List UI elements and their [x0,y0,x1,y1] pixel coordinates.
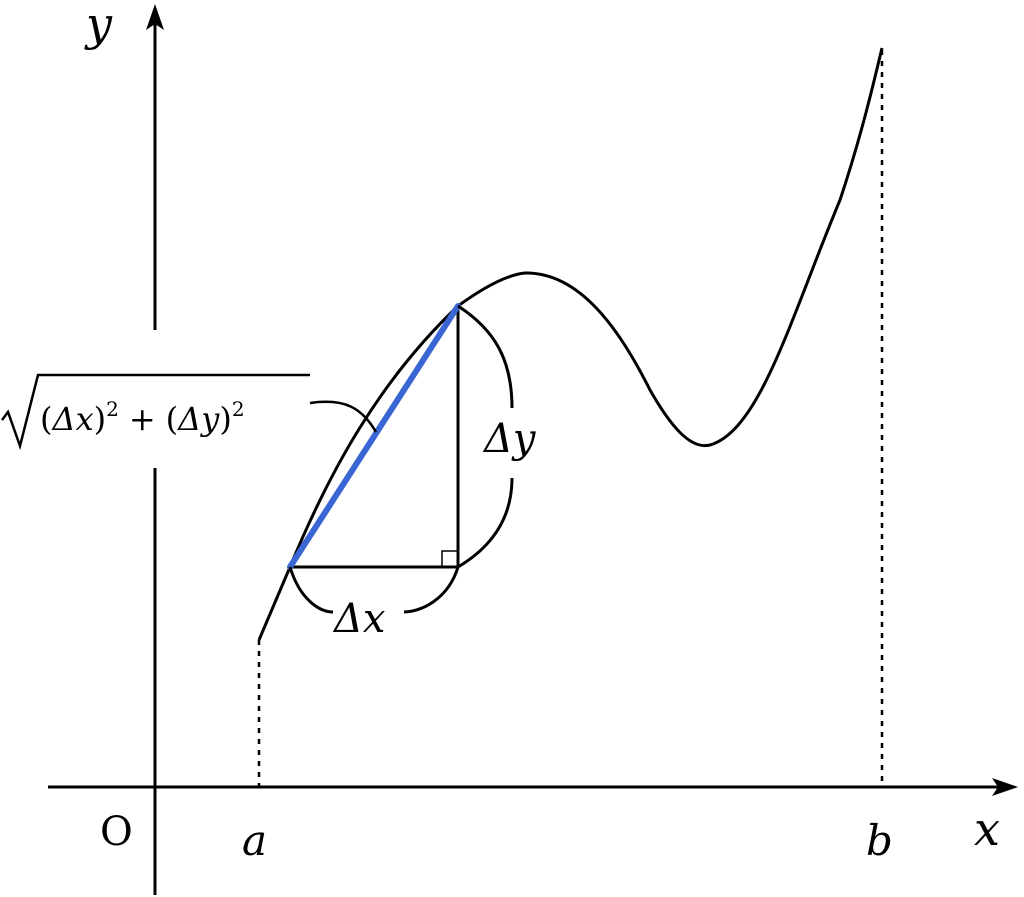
b-label: b [866,816,893,865]
radical-sign [1,373,310,451]
x-axis-arrow [992,778,1018,796]
delta-y-term: Δy [176,400,220,438]
delta-x-brace [288,566,460,614]
origin-label: O [100,809,133,855]
chord-length-formula: (Δx)2+(Δy)2 [1,373,310,451]
x-axis-label: x [974,802,1000,856]
close-paren-1: ) [94,400,106,438]
open-paren-2: ( [166,400,178,438]
delta-y-brace [457,304,514,569]
formula-text: (Δx)2+(Δy)2 [40,397,245,438]
curve [257,47,884,641]
y-axis-arrow [146,4,164,30]
plus-sign: + [129,400,156,438]
y-axis-label: y [84,0,113,51]
delta-x-label: Δx [332,596,385,642]
a-label: a [242,816,267,865]
chord-segment [287,303,461,570]
delta-y-label: Δy [482,416,537,462]
open-paren-1: ( [40,400,52,438]
right-angle-mark [441,550,459,568]
close-paren-2: ) [219,400,231,438]
exponent-2: 2 [232,397,245,421]
chord-leader [309,400,378,433]
exponent-1: 2 [106,397,119,421]
delta-x-term: Δx [50,400,93,438]
